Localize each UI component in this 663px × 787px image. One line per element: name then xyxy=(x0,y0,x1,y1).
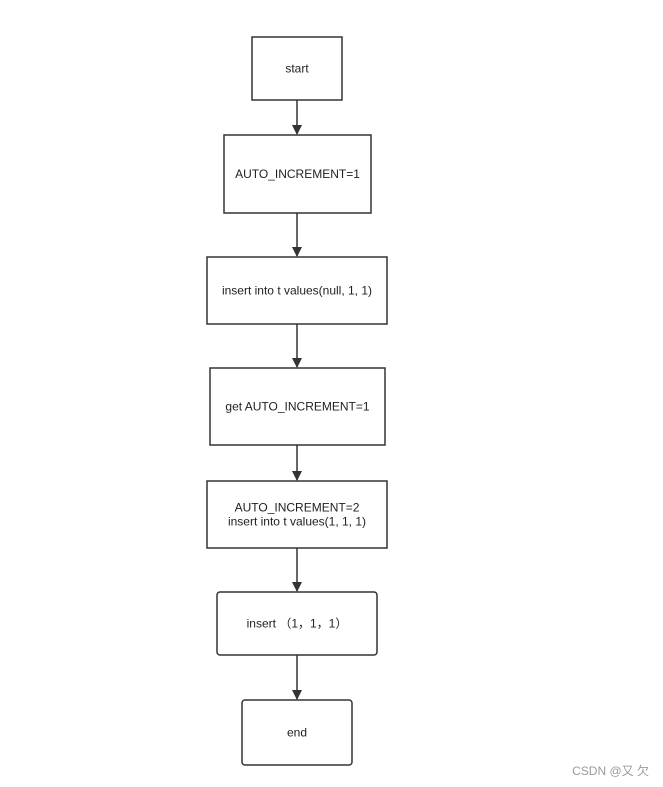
node-get-auto-increment-1: get AUTO_INCREMENT=1 xyxy=(209,367,386,446)
node-box-start xyxy=(251,36,343,101)
node-label-set-auto-increment-2-1: AUTO_INCREMENT=2 xyxy=(235,501,360,515)
node-insert-null-row: insert into t values(null, 1, 1) xyxy=(206,256,388,325)
node-box-insert-row-1-1-1 xyxy=(216,591,378,656)
node-start: start xyxy=(251,36,343,101)
node-label-insert-row-1-1-1: insert （1，1，1） xyxy=(247,617,348,631)
watermark-label: CSDN @又 欠 xyxy=(572,764,649,778)
node-box-end xyxy=(241,699,353,766)
node-label-get-auto-increment-1: get AUTO_INCREMENT=1 xyxy=(225,400,369,414)
node-box-set-auto-increment-1 xyxy=(223,134,372,214)
node-label-start: start xyxy=(285,62,309,76)
node-label-set-auto-increment-2-2: insert into t values(1, 1, 1) xyxy=(228,515,366,529)
node-insert-row-1-1-1: insert （1，1，1） xyxy=(216,591,378,656)
node-label-set-auto-increment-1: AUTO_INCREMENT=1 xyxy=(235,167,360,181)
node-box-get-auto-increment-1 xyxy=(209,367,386,446)
node-end: end xyxy=(241,699,353,766)
node-label-end: end xyxy=(287,726,307,740)
node-set-auto-increment-1: AUTO_INCREMENT=1 xyxy=(223,134,372,214)
node-box-insert-null-row xyxy=(206,256,388,325)
node-label-insert-null-row: insert into t values(null, 1, 1) xyxy=(222,284,372,298)
node-box-set-auto-increment-2 xyxy=(206,480,388,549)
